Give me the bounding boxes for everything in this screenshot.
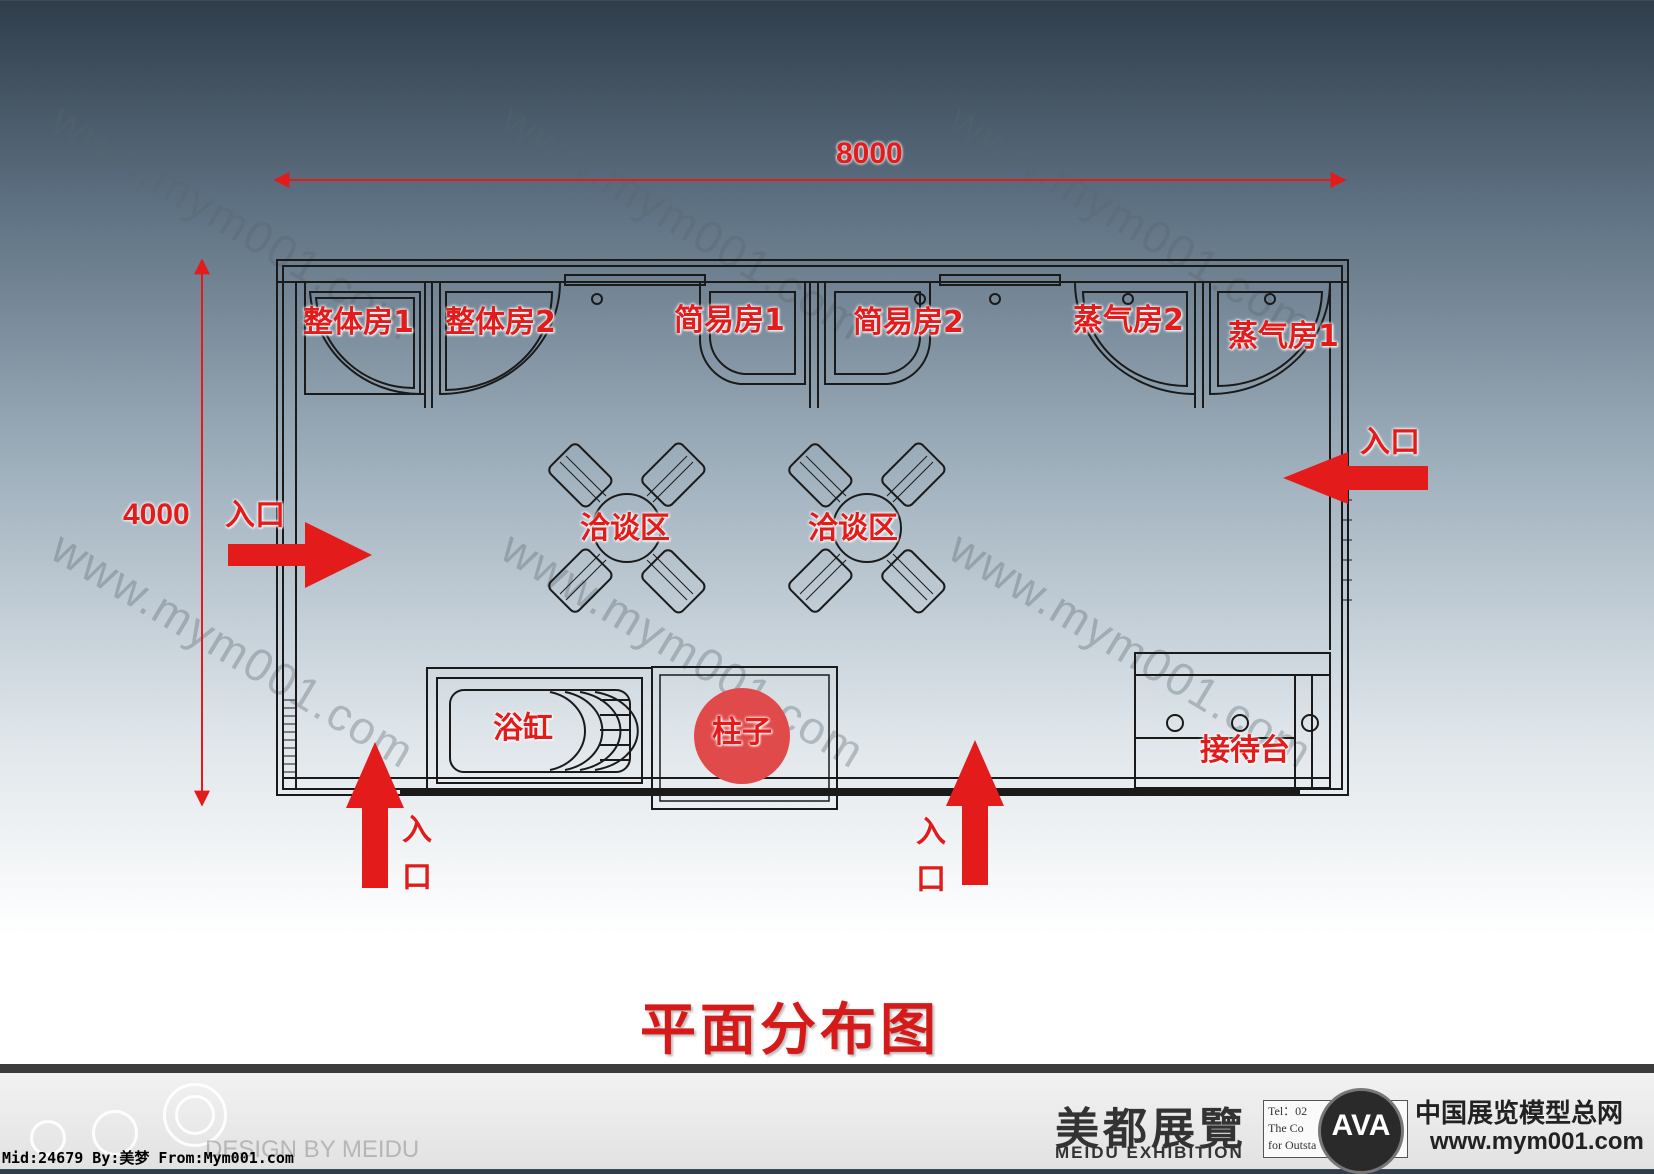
negotiation-table-1 [548,442,706,614]
design-by-text: DESIGN BY MEIDU [205,1136,420,1163]
reception-label: 接待台 [1200,733,1290,768]
room-label-simple-2: 简易房2 [853,305,964,340]
bottom-left-entrance-label: 入 口 [402,813,432,895]
footer-divider [0,1064,1654,1073]
bottom-mid-entrance-label: 入 口 [916,815,946,897]
room-label-overall-2: 整体房2 [445,305,556,340]
left-entrance-arrow [228,522,372,588]
pillar [651,666,838,810]
room-label-simple-1: 简易房1 [674,303,785,338]
room-label-steam-2: 蒸气房2 [1073,303,1184,338]
network-name-cn: 中国展览模型总网 [1415,1099,1624,1129]
decorative-circle [175,1095,215,1135]
room-label-steam-1: 蒸气房1 [1228,319,1339,354]
reception-counter [1134,652,1331,789]
left-entrance-label: 入口 [225,498,285,533]
negotiation-area-label-2: 洽谈区 [808,511,898,546]
negotiation-table-2 [788,442,946,614]
source-credit: Mid:24679 By:美梦 From:Mym001.com [2,1149,294,1167]
right-entrance-label: 入口 [1360,425,1420,460]
page-title: 平面分布图 [640,998,940,1063]
negotiation-area-label-1: 洽谈区 [580,511,670,546]
depth-dimension-label: 4000 [123,498,190,531]
bottom-left-entrance-arrow [346,742,404,888]
network-url[interactable]: www.mym001.com [1430,1128,1644,1155]
pillar-label: 柱子 [712,715,772,750]
brand-name-en: MEIDU EXHIBITION [1055,1143,1244,1162]
decorative-circle [163,1083,227,1147]
brand-name-cn: 美都展覽 [1055,1104,1247,1155]
decorative-circle [92,1110,138,1156]
width-dimension-label: 8000 [836,137,903,170]
bathtub-label: 浴缸 [493,711,553,746]
bottom-mid-entrance-arrow [946,740,1004,885]
ava-logo: AVA [1318,1088,1404,1174]
room-label-overall-1: 整体房1 [303,305,414,340]
decorative-circle [30,1120,66,1156]
right-entrance-arrow [1283,452,1428,504]
